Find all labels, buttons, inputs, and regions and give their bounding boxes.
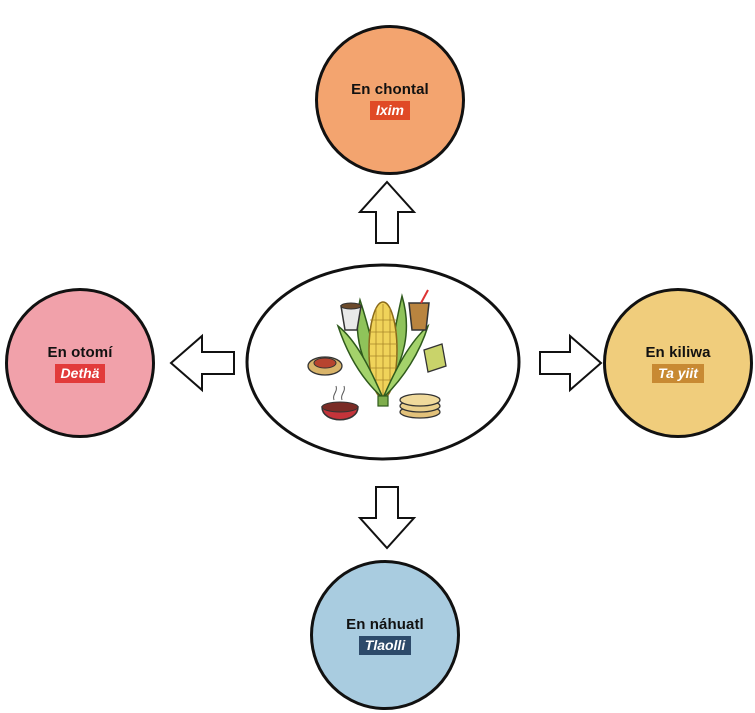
language-label: En kiliwa [645, 343, 711, 361]
maize-word: Tlaolli [358, 635, 412, 655]
arrow-right-icon [539, 333, 603, 393]
language-node-nahuatl: En náhuatl Tlaolli [310, 560, 460, 710]
maize-word: Ixim [369, 100, 410, 120]
corn-and-foods-icon [307, 289, 447, 421]
language-label: En chontal [351, 80, 429, 98]
maize-word: Dethä [54, 363, 106, 383]
language-label: En otomí [47, 343, 113, 361]
language-label: En náhuatl [346, 615, 424, 633]
arrow-up-icon [357, 180, 417, 244]
language-node-kiliwa: En kiliwa Ta yiit [603, 288, 753, 438]
language-node-otomi: En otomí Dethä [5, 288, 155, 438]
maize-word: Ta yiit [652, 363, 704, 383]
arrow-left-icon [169, 333, 235, 393]
arrow-down-icon [357, 486, 417, 550]
language-node-chontal: En chontal Ixim [315, 25, 465, 175]
